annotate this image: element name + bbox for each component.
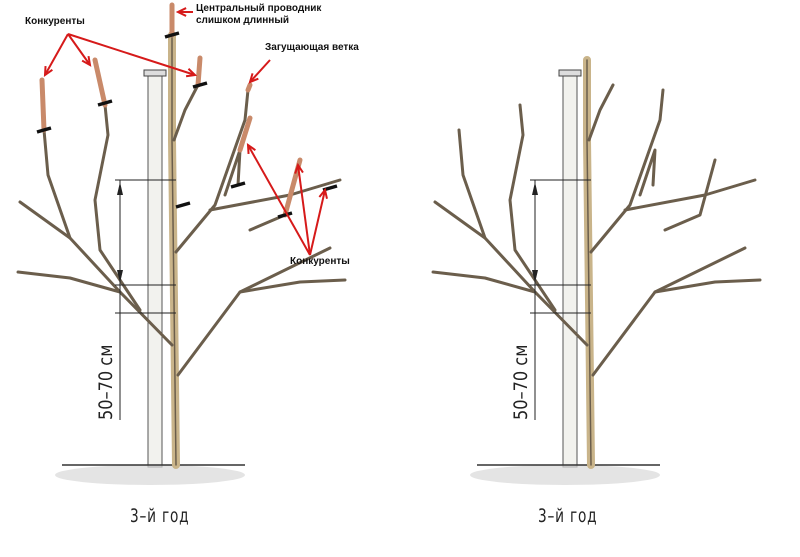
red-arrow (67, 33, 91, 66)
red-arrow (249, 59, 271, 83)
cut-mark (175, 201, 191, 209)
branch (93, 103, 142, 312)
ground (470, 465, 660, 485)
stake-top (558, 69, 582, 77)
cut-mark (97, 99, 113, 107)
measurement-right: 50–70 см (510, 344, 532, 420)
branch (18, 200, 174, 347)
removed-branch-tip (237, 115, 253, 153)
red-arrowhead (81, 55, 92, 67)
red-arrow (309, 189, 326, 256)
branch (638, 148, 657, 197)
red-arrowhead (248, 73, 259, 84)
branch (589, 88, 665, 254)
red-arrowhead (318, 187, 328, 199)
ground (55, 465, 245, 485)
branch (591, 246, 747, 377)
label-competitors-bottom: Конкуренты (290, 256, 350, 267)
red-arrowhead (294, 162, 304, 174)
red-arrow (44, 33, 69, 76)
branch (457, 128, 487, 240)
branch (431, 270, 537, 294)
year-left: 3–й год (130, 505, 190, 527)
cut-mark (230, 181, 246, 189)
trunk-outline (586, 59, 592, 466)
label-leader-line2: слишком длинный (196, 15, 290, 26)
stake (147, 71, 163, 468)
branch (174, 88, 250, 254)
branch (172, 83, 200, 142)
red-arrow (67, 33, 196, 76)
stake (562, 71, 578, 468)
branch (16, 270, 122, 294)
arrowhead (532, 182, 538, 195)
branch (238, 278, 347, 294)
removed-branch-tip (195, 55, 203, 88)
removed-branch-tip (39, 77, 47, 133)
cut-mark (277, 211, 293, 219)
label-competitors-top: Конкуренты (25, 16, 85, 27)
trunk-outline (171, 34, 177, 466)
red-arrowhead (185, 68, 198, 78)
label-thickening-branch: Загущающая ветка (265, 42, 359, 53)
red-arrowhead (43, 65, 53, 78)
branch (42, 128, 72, 240)
removed-branch-tip (245, 82, 253, 93)
red-arrow (297, 164, 311, 256)
red-arrow (247, 144, 311, 256)
branch (433, 200, 589, 347)
branch (587, 83, 615, 142)
measurement-left: 50–70 см (95, 344, 117, 420)
year-right: 3–й год (538, 505, 598, 527)
label-leader: Центральный проводник (196, 3, 322, 14)
arrowhead (117, 182, 123, 195)
cut-mark (164, 31, 180, 39)
branch (663, 158, 717, 232)
stake-top (143, 69, 167, 77)
cut-mark (36, 126, 52, 134)
branch (508, 103, 557, 312)
arrowhead (117, 270, 123, 283)
branch (653, 278, 762, 294)
arrowhead (532, 270, 538, 283)
removed-branch-tip (92, 57, 108, 108)
cut-mark (192, 81, 208, 89)
red-arrowhead (175, 7, 187, 17)
red-arrowhead (246, 142, 256, 155)
